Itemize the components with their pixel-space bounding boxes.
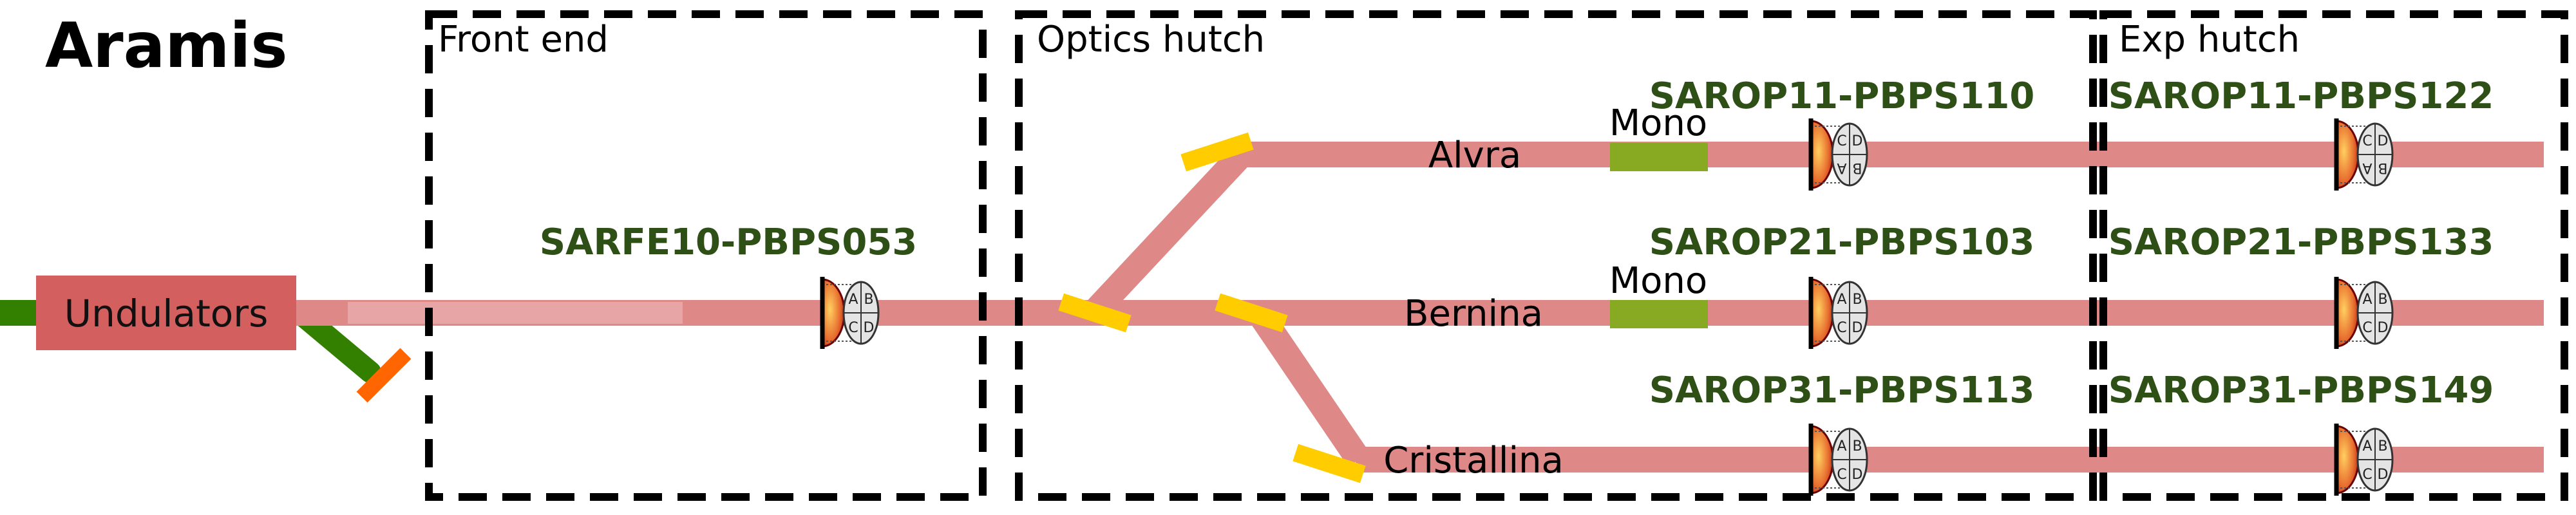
undulators-box: [36, 276, 296, 350]
hutch-front-end-label: Front end: [438, 19, 609, 61]
beam-alvra-diagonal: [1084, 145, 1251, 322]
diode-icon: [2335, 120, 2360, 189]
quadrant-label: D: [1852, 320, 1863, 336]
quadrant-label: C: [1837, 133, 1846, 149]
quadrant-label: C: [1837, 467, 1846, 483]
quadrant-label: A: [848, 292, 858, 308]
mirror-main: [1058, 293, 1132, 333]
quadrant-label: B: [1852, 160, 1862, 176]
quadrant-label: A: [1837, 438, 1846, 454]
quadrant-label: B: [1852, 438, 1862, 454]
beamline-bernina-label: Bernina: [1404, 293, 1543, 335]
orange-mirror: [356, 348, 412, 403]
hutch-front-end: [425, 10, 987, 501]
quadrant-label: D: [2378, 133, 2389, 149]
quadrant-label: D: [1852, 467, 1863, 483]
diode-icon: [1810, 278, 1834, 348]
monochromators: Mono Mono: [1609, 102, 1708, 328]
monitor-label-optics-cristallina: SAROP31-PBPS113: [1649, 370, 2035, 411]
undulators-label: Undulators: [64, 292, 269, 335]
beamline-cristallina-label: Cristallina: [1383, 440, 1564, 482]
quadrant-label: D: [2378, 467, 2389, 483]
quadrant-label: B: [2378, 160, 2387, 176]
mirror-alvra: [1180, 132, 1254, 172]
yellow-mirrors: [1058, 132, 1366, 483]
mono-alvra-label: Mono: [1609, 102, 1707, 144]
quadrant-label: B: [2378, 292, 2387, 308]
quadrant-label: C: [1837, 320, 1846, 336]
monitor-label-optics-bernina: SAROP21-PBPS103: [1649, 221, 2035, 263]
mono-bernina-label: Mono: [1609, 260, 1707, 302]
quadrant-label: A: [2362, 438, 2372, 454]
hutch-optics-label: Optics hutch: [1037, 19, 1265, 61]
quadrant-label: A: [2362, 292, 2372, 308]
quadrant-label: D: [2378, 320, 2389, 336]
mirror-bernina: [1215, 293, 1288, 333]
quadrant-label: C: [2362, 467, 2372, 483]
mono-bernina: [1610, 300, 1708, 328]
quadrant-label: A: [1837, 292, 1846, 308]
monitor-label-frontend: SARFE10-PBPS053: [540, 221, 917, 263]
page-title: Aramis: [45, 10, 288, 82]
diode-icon: [821, 278, 846, 348]
quadrant-label: C: [2362, 133, 2372, 149]
monitor-label-exp-bernina: SAROP21-PBPS133: [2108, 221, 2494, 263]
monitor-label-exp-alvra: SAROP11-PBPS122: [2108, 75, 2494, 117]
diode-icon: [2335, 278, 2360, 348]
beam-cristallina-diagonal: [1248, 305, 1370, 467]
hutches: [425, 10, 2568, 501]
hutch-optics: [1015, 10, 2097, 501]
quadrant-label: A: [2362, 160, 2372, 176]
monitor-label-exp-cristallina: SAROP31-PBPS149: [2108, 370, 2494, 411]
quadrant-label: B: [864, 292, 873, 308]
hutch-exp: [2099, 10, 2568, 501]
diode-icon: [2335, 425, 2360, 494]
diode-icon: [1810, 120, 1834, 189]
beamline-alvra-label: Alvra: [1428, 135, 1521, 176]
monitor-label-optics-alvra: SAROP11-PBPS110: [1649, 75, 2035, 117]
quadrant-label: C: [2362, 320, 2372, 336]
mono-alvra: [1610, 143, 1708, 171]
hutch-exp-label: Exp hutch: [2119, 19, 2300, 61]
monitor-labels: SARFE10-PBPS053 SAROP11-PBPS110 SAROP11-…: [540, 75, 2494, 411]
diode-icon: [1810, 425, 1834, 494]
mirror-cristallina: [1293, 444, 1366, 483]
quadrant-label: D: [1852, 133, 1863, 149]
quadrant-label: B: [2378, 438, 2387, 454]
beam-lines: [0, 142, 2544, 473]
quadrant-label: C: [848, 320, 858, 336]
quadrant-label: A: [1837, 160, 1846, 176]
quadrant-label: B: [1852, 292, 1862, 308]
undulators: Undulators: [36, 276, 296, 350]
quadrant-label: D: [864, 320, 875, 336]
